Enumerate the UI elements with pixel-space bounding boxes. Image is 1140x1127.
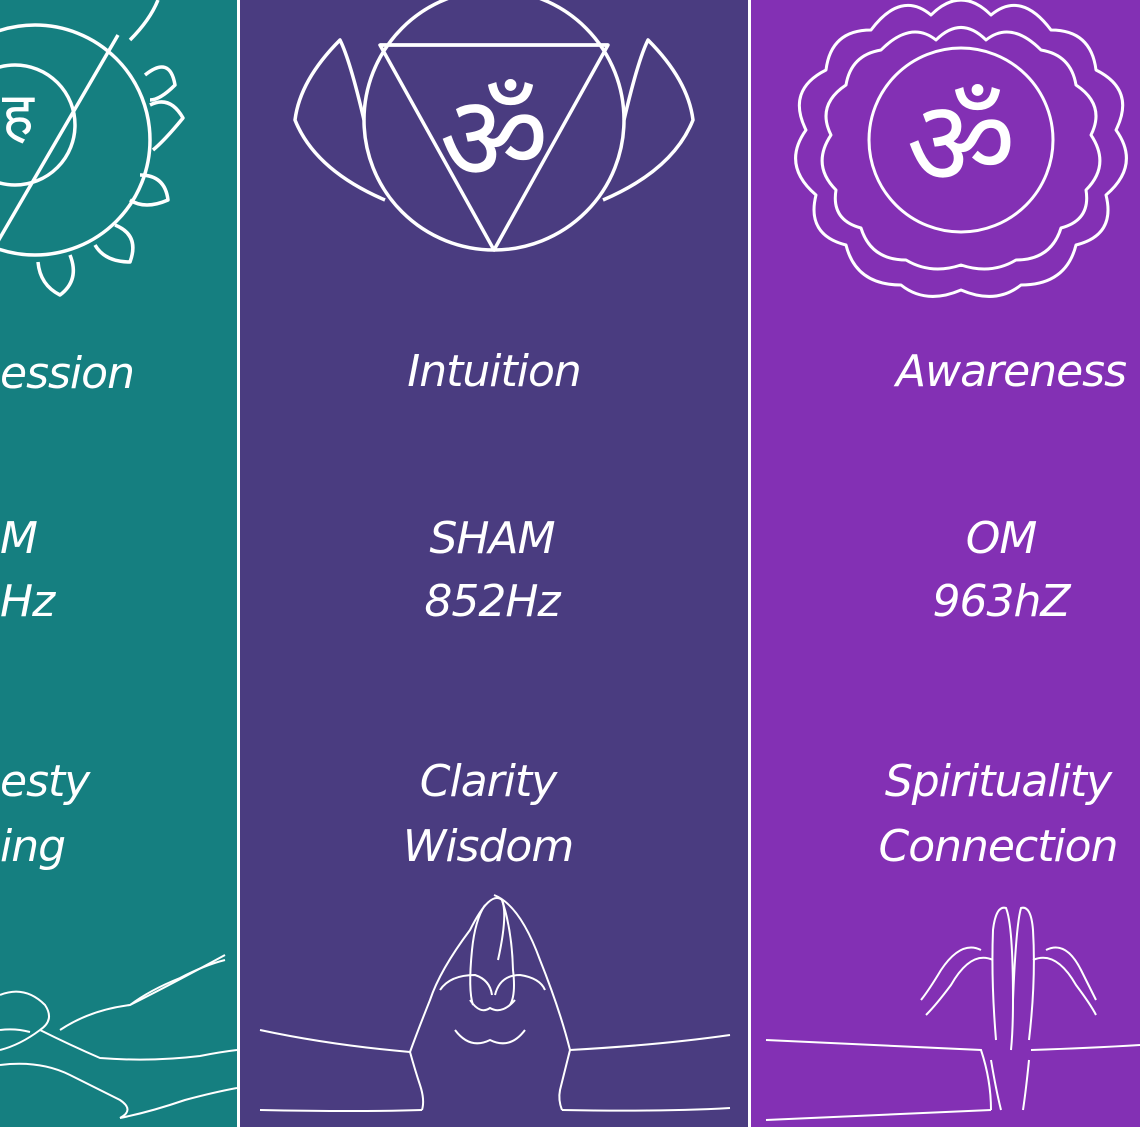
prayer-hands-mudra-icon: [765, 906, 1140, 1121]
throat-chakra-panel: ह ession M Hz esty ing: [0, 0, 237, 1127]
third-eye-attribute-2: Wisdom: [402, 821, 574, 872]
third-eye-om-glyph: ॐ: [439, 70, 548, 209]
throat-quality-label: ession: [0, 348, 135, 399]
throat-frequency-label: Hz: [0, 576, 55, 627]
crown-om-glyph: ॐ: [906, 75, 1015, 214]
throat-mantra-label: M: [0, 513, 38, 564]
crown-chakra-panel: ॐ Awareness OM 963hZ Spirituality Connec…: [751, 0, 1140, 1127]
crown-attribute-2: Connection: [878, 821, 1119, 872]
crown-frequency-label: 963hZ: [932, 576, 1070, 627]
third-eye-chakra-panel: ॐ Intuition SHAM 852Hz Clarity Wisdom: [240, 0, 748, 1127]
throat-chakra-lotus-icon: ह: [0, 0, 237, 1119]
third-eye-mantra-label: SHAM: [429, 513, 555, 564]
crown-attribute-1: Spirituality: [884, 756, 1112, 807]
steeple-hands-mudra-icon: [259, 894, 731, 1112]
third-eye-quality-label: Intuition: [407, 346, 582, 397]
third-eye-frequency-label: 852Hz: [424, 576, 560, 627]
crown-chakra-lotus-icon: ॐ: [765, 0, 1140, 1121]
crown-quality-label: Awareness: [895, 346, 1127, 397]
throat-attribute-1: esty: [0, 756, 90, 807]
throat-attribute-2: ing: [0, 821, 66, 872]
crown-mantra-label: OM: [965, 513, 1038, 564]
third-eye-chakra-icon: ॐ: [259, 0, 731, 1112]
svg-text:ह: ह: [2, 80, 35, 150]
third-eye-attribute-1: Clarity: [419, 756, 558, 807]
